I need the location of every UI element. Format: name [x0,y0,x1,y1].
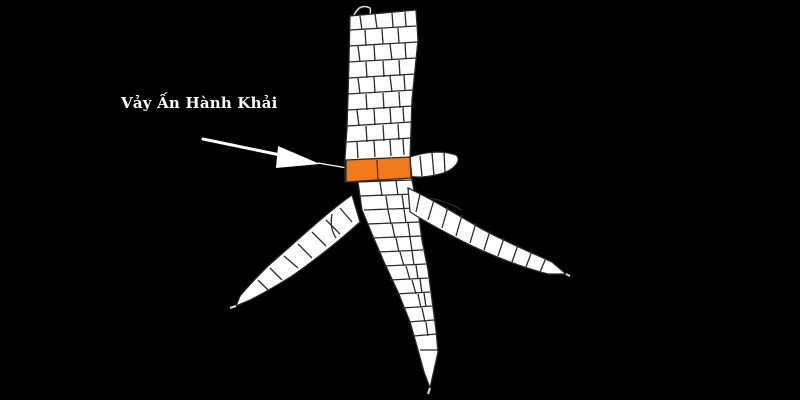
left-toe [229,193,361,309]
back-toe [409,151,459,178]
shank [344,5,419,183]
highlighted-scale [345,156,412,183]
pointer-arrow [201,137,348,169]
right-toe [407,186,571,277]
scale-annotation-label: Vảy Ấn Hành Khải [121,94,278,112]
middle-toe [357,179,439,395]
